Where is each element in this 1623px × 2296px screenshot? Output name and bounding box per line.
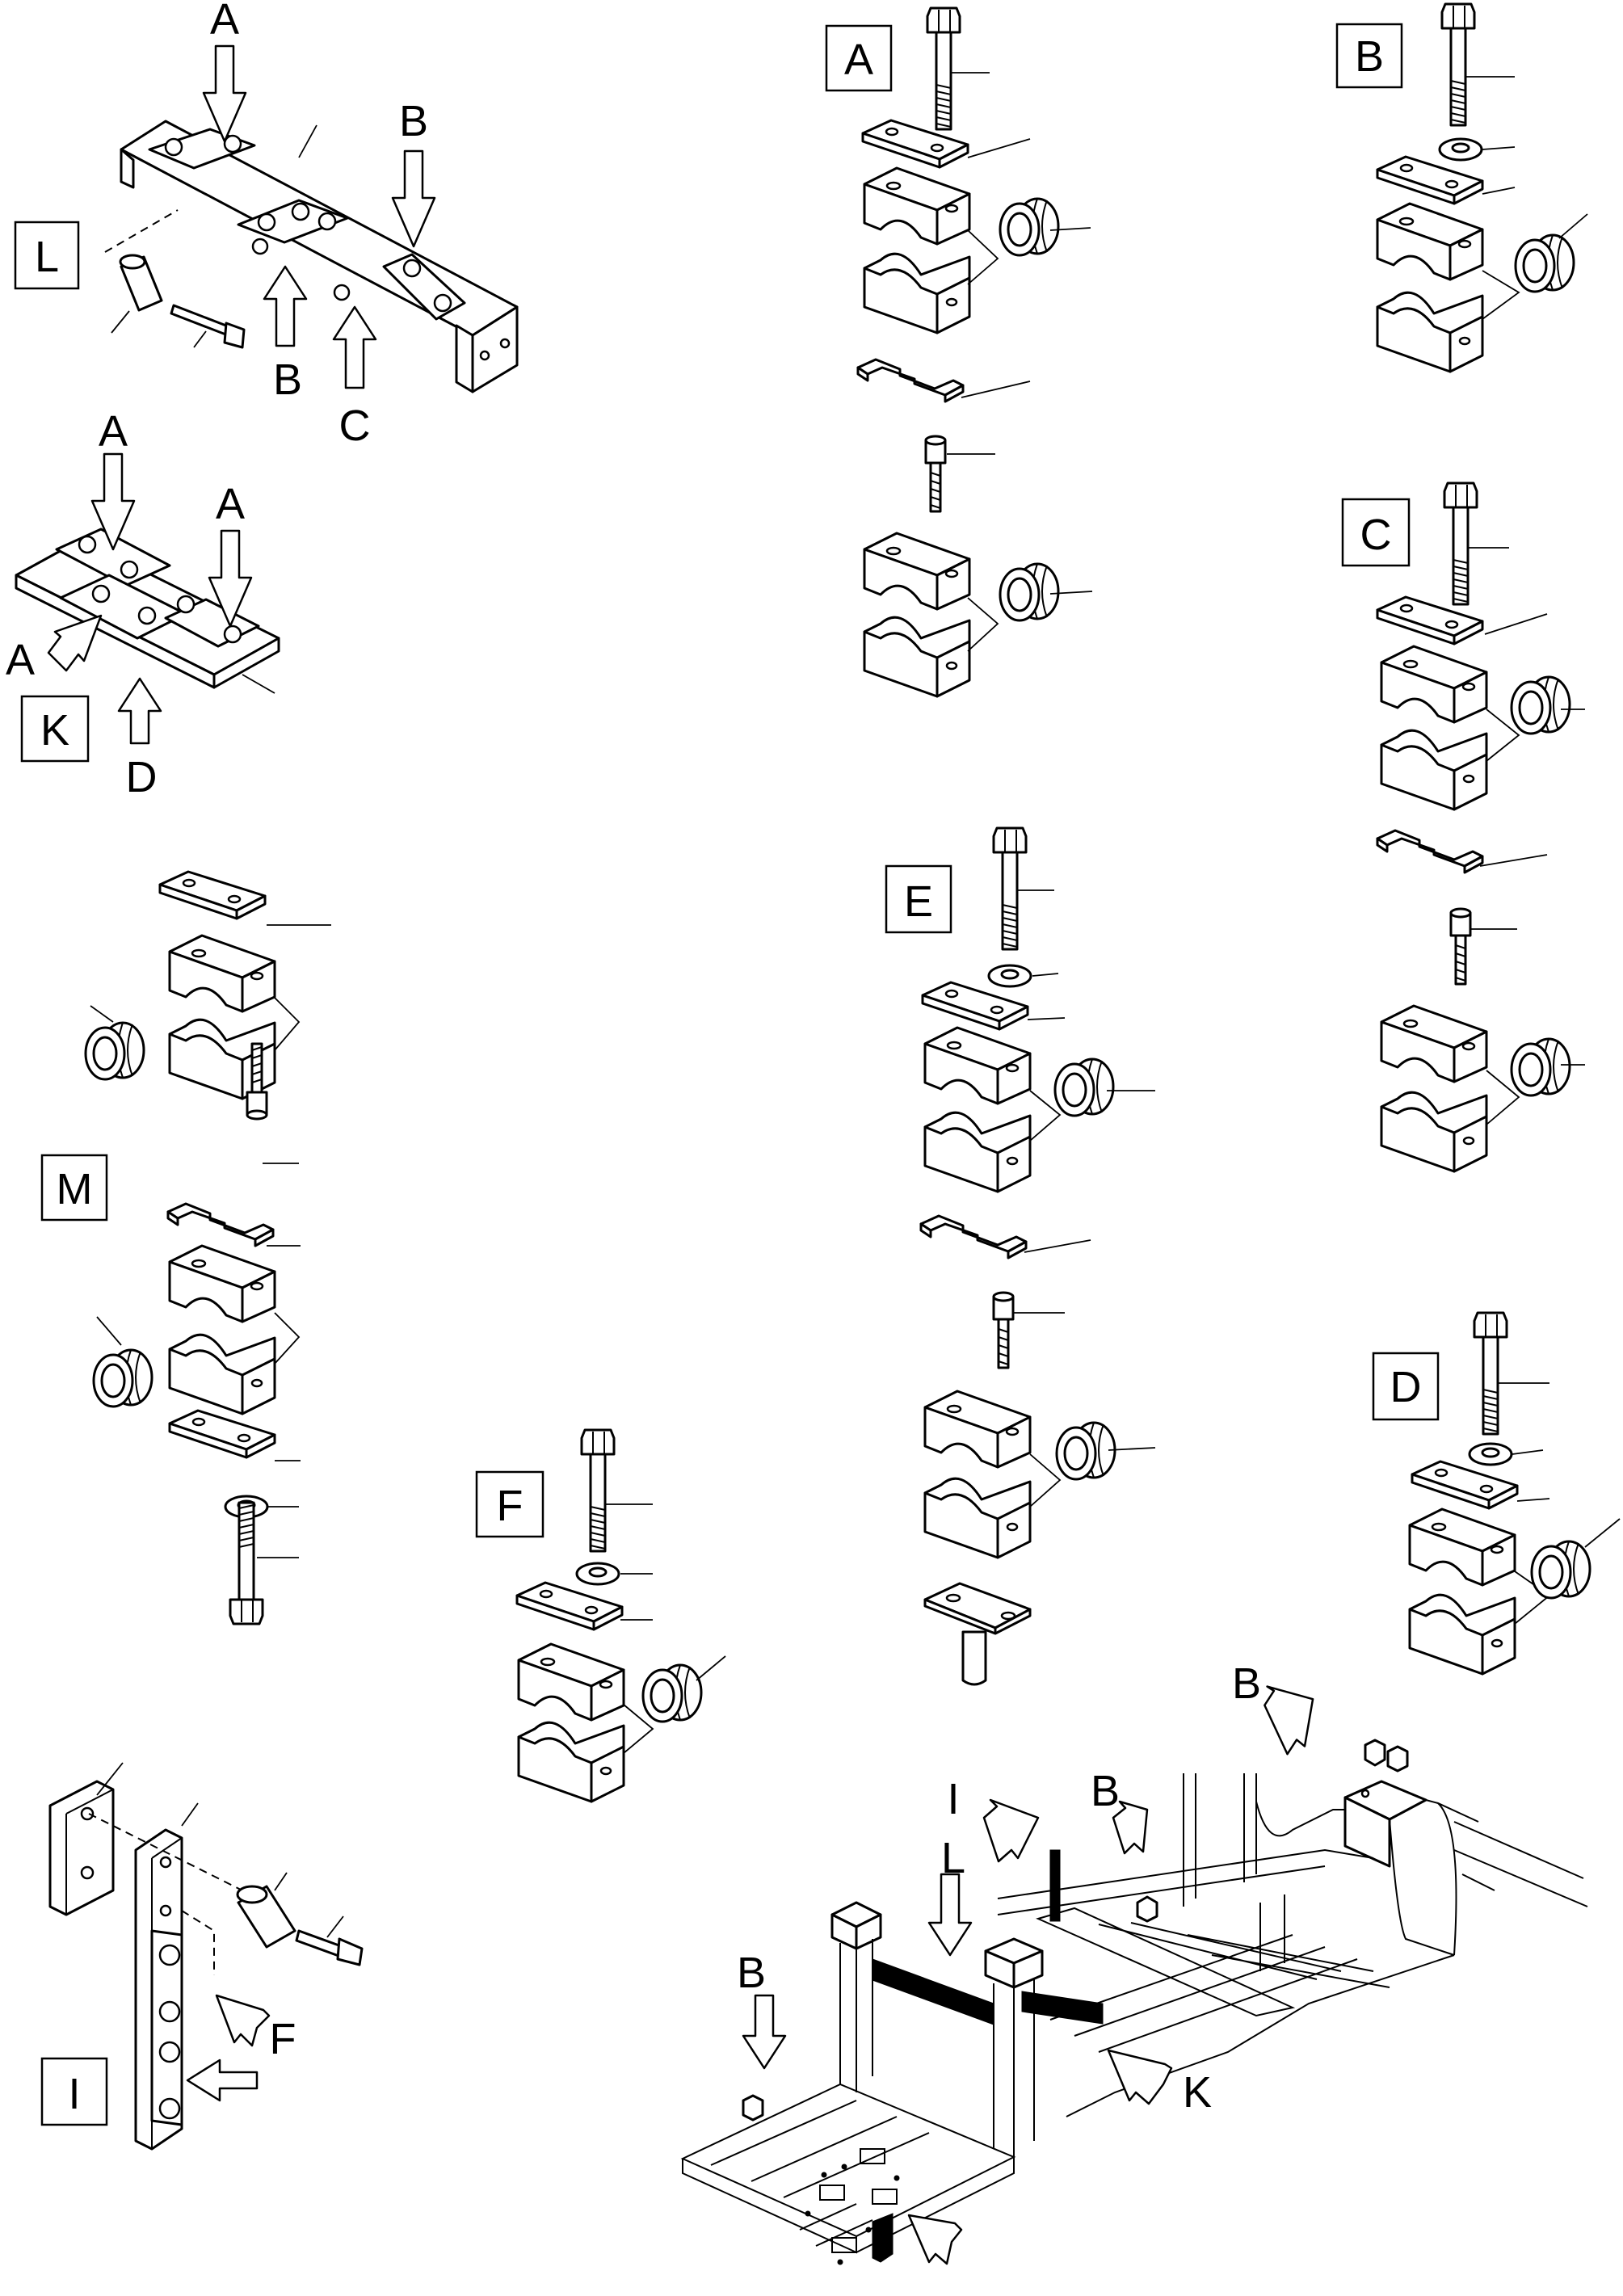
view-a-box xyxy=(825,24,893,92)
view-m-label: M xyxy=(57,1165,93,1213)
view-l-arrow-label-2: B xyxy=(399,97,428,145)
view-d-box xyxy=(1372,1352,1440,1421)
view-k-box xyxy=(20,695,90,763)
view-c-label: C xyxy=(1360,511,1392,559)
frame-callout-1: B xyxy=(737,1949,766,1997)
bracket-l-marker xyxy=(872,1958,994,2025)
view-d-label: D xyxy=(1390,1363,1422,1411)
frame-callout-4: I xyxy=(947,1775,959,1823)
view-e: E xyxy=(885,826,1156,1686)
bracket-i-marker xyxy=(1049,1849,1061,1922)
view-l: L A B B C xyxy=(14,0,519,450)
view-a-label: A xyxy=(844,36,873,84)
view-k-label: K xyxy=(40,706,69,755)
view-b-label: B xyxy=(1355,32,1384,81)
view-l-box xyxy=(14,221,80,290)
view-l-arrow-label-1: A xyxy=(210,0,239,44)
view-c: C xyxy=(1341,481,1585,1173)
view-i-box xyxy=(40,2057,108,2126)
view-k: K A A A D xyxy=(6,407,280,801)
view-i: I F xyxy=(40,1762,364,2151)
view-f-box xyxy=(475,1470,545,1538)
view-m-box xyxy=(40,1154,108,1222)
view-i-label: I xyxy=(68,2070,80,2118)
frame-callout-6: K xyxy=(1183,2068,1212,2117)
view-k-arrow-label-2: A xyxy=(216,480,245,528)
view-k-arrow-label-1: A xyxy=(99,407,128,456)
view-d: D xyxy=(1372,1311,1621,1676)
view-f: F xyxy=(475,1428,726,1803)
view-k-arrow-label-4: D xyxy=(126,753,158,801)
bracket-k-marker xyxy=(1021,1991,1104,2025)
view-b-box xyxy=(1335,23,1403,89)
view-k-arrow-label-3: A xyxy=(6,636,35,684)
view-e-label: E xyxy=(904,877,933,926)
view-i-arrow-label: F xyxy=(270,2015,296,2063)
frame-callout-3: B xyxy=(1091,1767,1120,1815)
view-f-label: F xyxy=(497,1482,523,1530)
view-l-arrow-label-3: B xyxy=(273,355,302,404)
view-a: A xyxy=(825,6,1093,698)
view-e-box xyxy=(885,864,952,934)
view-m: M xyxy=(40,870,331,1625)
view-l-label: L xyxy=(35,233,59,281)
view-l-arrow-label-4: C xyxy=(339,402,371,450)
view-c-box xyxy=(1341,498,1411,567)
frame-assembly: B B B I L K xyxy=(680,1659,1588,2265)
frame-callout-2: B xyxy=(1232,1659,1261,1708)
view-b: B xyxy=(1335,2,1588,373)
frame-callout-5: L xyxy=(941,1834,965,1882)
